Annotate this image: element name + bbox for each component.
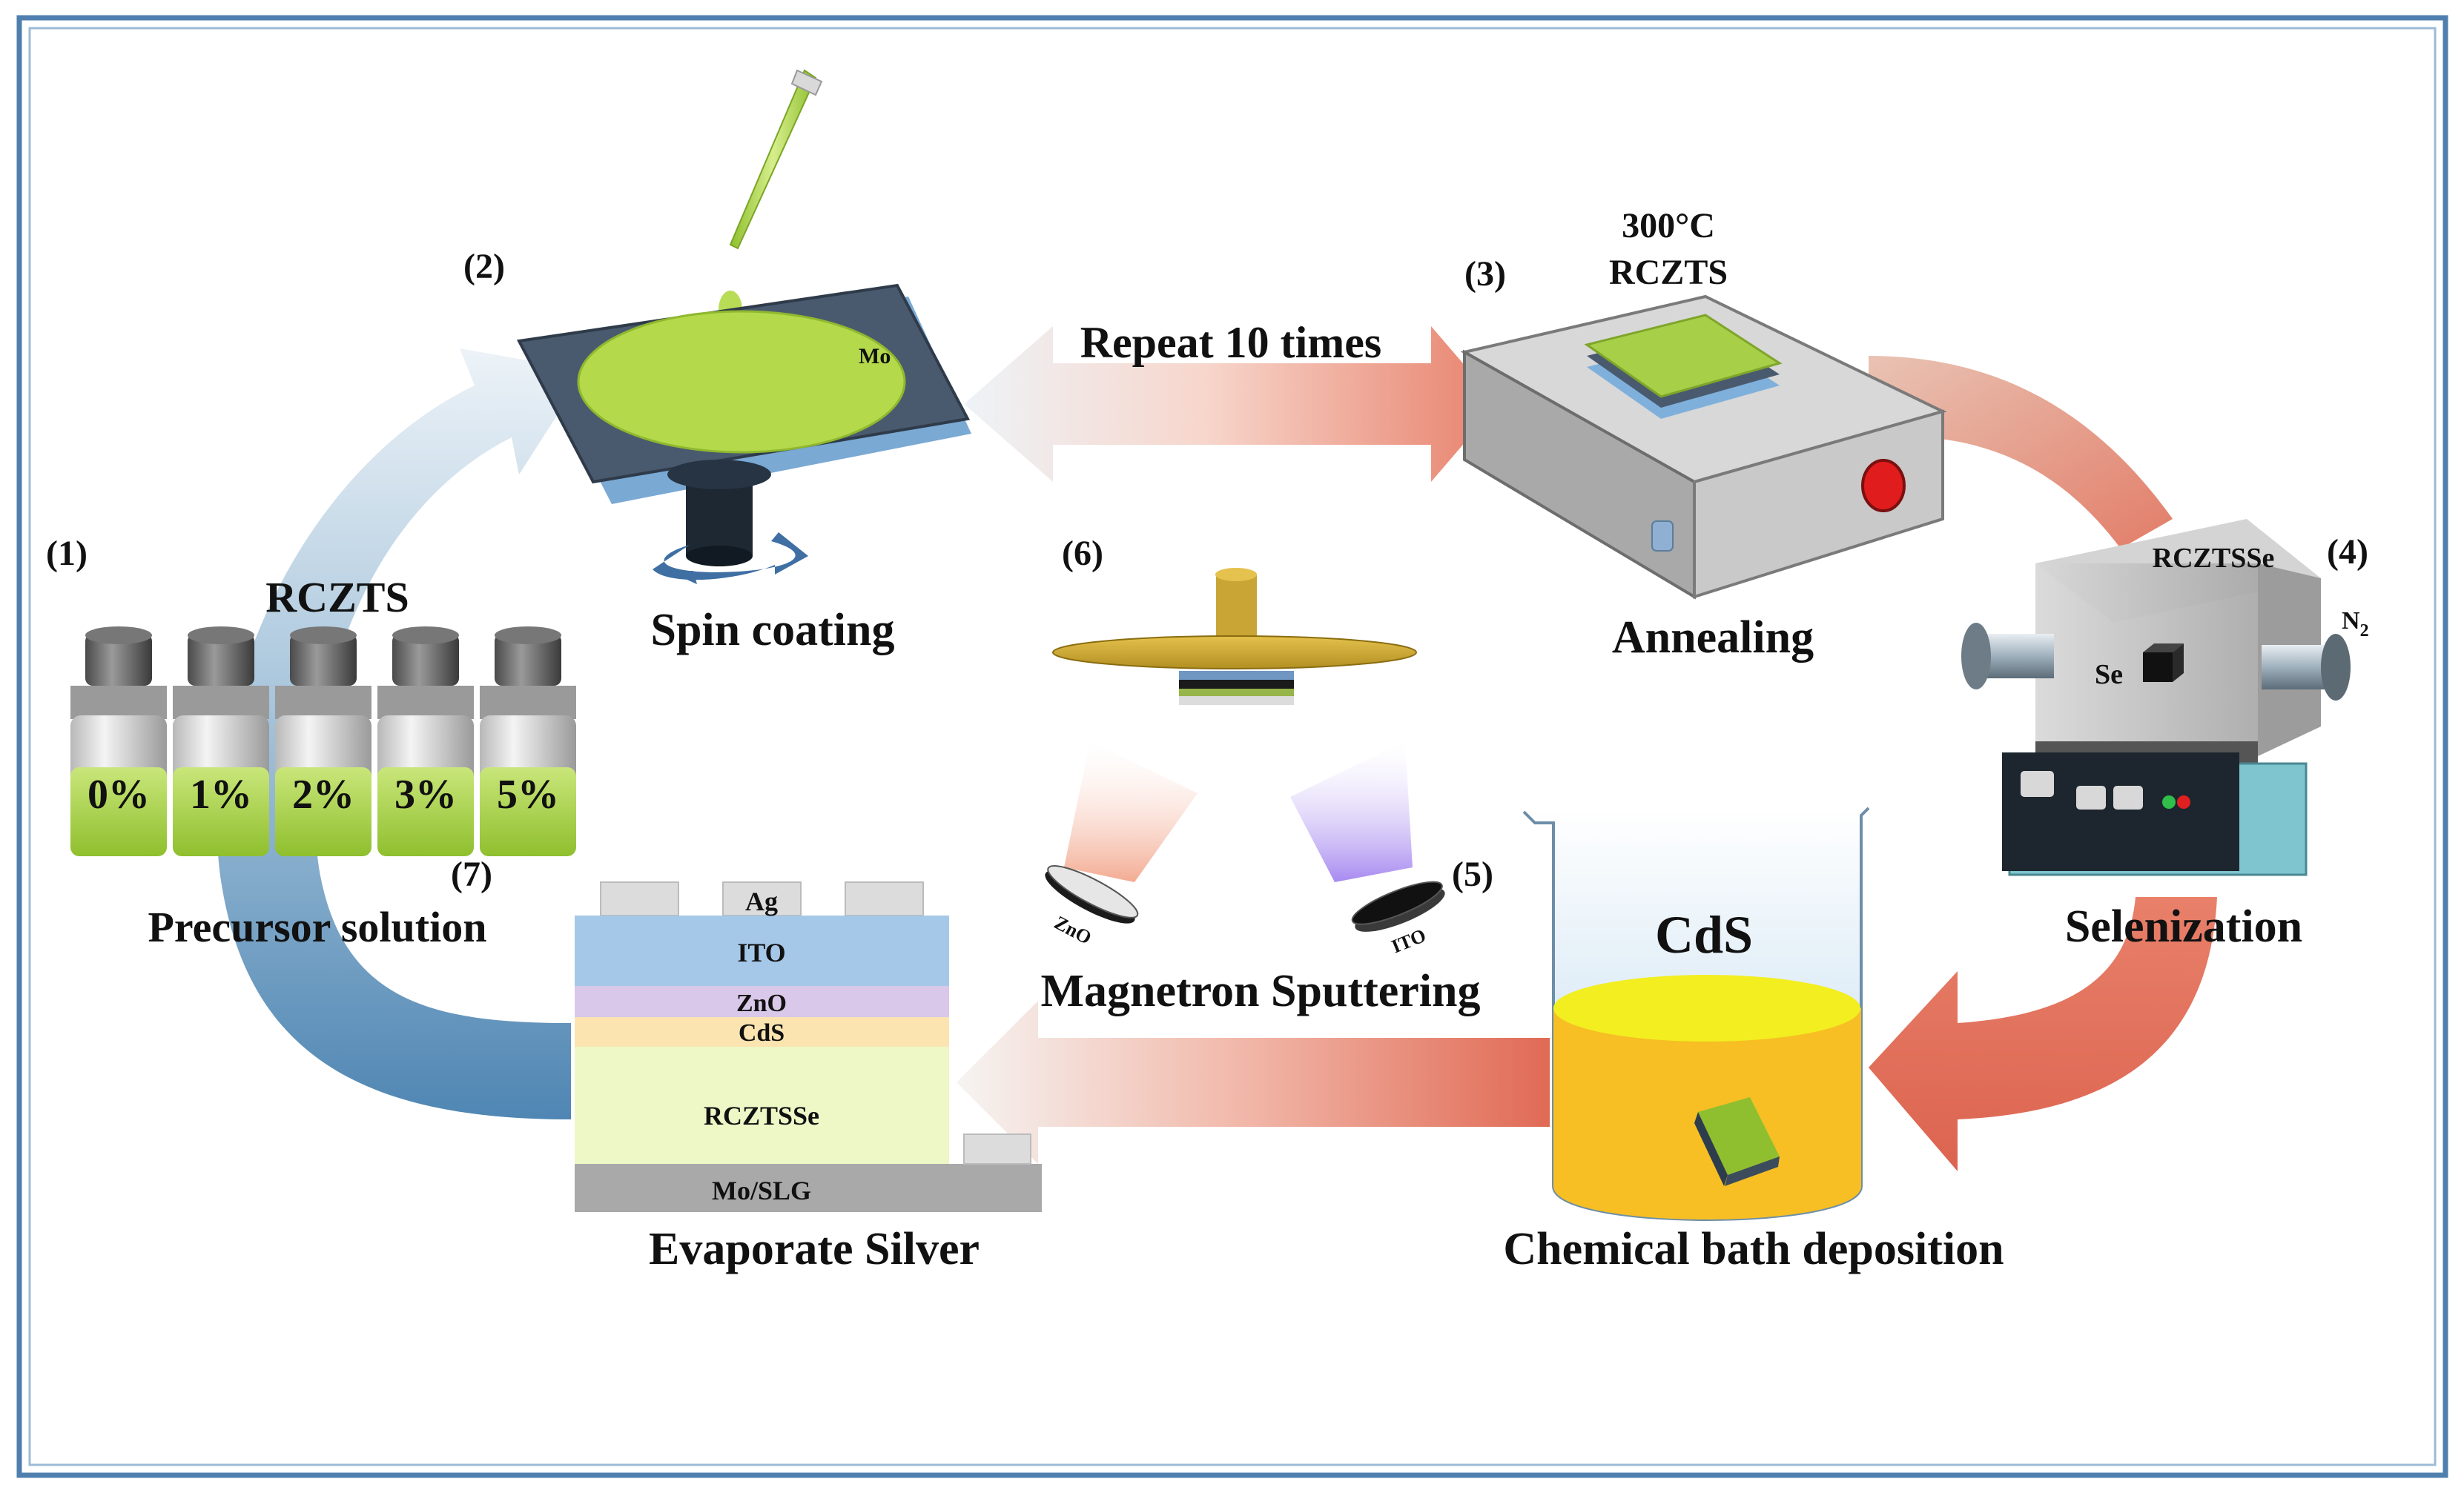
- inner-frame: [28, 27, 2437, 1466]
- layer-mo-slg-label: Mo/SLG: [712, 1176, 811, 1205]
- step4-furnace: [1961, 519, 2351, 876]
- step6-sputtering: [1045, 568, 1445, 932]
- coated-film: [577, 310, 906, 454]
- step4-number: (4): [2327, 532, 2368, 572]
- layer-rczt: [575, 1047, 949, 1164]
- step7-number: (7): [451, 855, 492, 894]
- return-arrow-left: [217, 348, 586, 1119]
- cds-label: CdS: [1655, 905, 1753, 964]
- step1-vials: [70, 626, 576, 856]
- arrow-selenization-to-cbd: [1869, 897, 2217, 1171]
- step3-hot-plate: [1460, 294, 1947, 600]
- zno-target: [1045, 865, 1139, 924]
- step6-caption: Magnetron Sputtering: [1040, 966, 1480, 1016]
- step2-number: (2): [463, 247, 505, 286]
- vial-label-2: 2%: [292, 772, 354, 818]
- step5-beaker: [1522, 807, 1870, 1221]
- step7-caption: Evaporate Silver: [649, 1224, 980, 1274]
- annealing-temp: 300°C: [1622, 206, 1715, 245]
- step5-number: (5): [1452, 855, 1493, 894]
- selenium-cube: [2143, 652, 2173, 682]
- vial-label-0: 0%: [87, 772, 150, 818]
- step2-caption: Spin coating: [650, 605, 894, 655]
- repeat-label: Repeat 10 times: [1080, 318, 1382, 367]
- step4-caption: Selenization: [2065, 901, 2302, 952]
- arrow-annealing-to-selenization: [1869, 356, 2173, 549]
- step7-device-stack: [575, 881, 1042, 1212]
- selenium-label: Se: [2095, 659, 2123, 690]
- layer-ag-label: Ag: [745, 887, 778, 916]
- ito-target: [1351, 881, 1445, 932]
- vial-5: [480, 626, 576, 856]
- annealing-material: RCZTS: [1609, 253, 1728, 292]
- layer-rczt-label: RCZTSSe: [704, 1101, 819, 1131]
- pipette-icon: [729, 69, 817, 250]
- repeat-arrow: [964, 326, 1498, 482]
- selenization-material: RCZTSSe: [2153, 543, 2275, 574]
- vial-0: [70, 626, 167, 856]
- annealed-sample: [1584, 314, 1783, 398]
- step1-caption: Precursor solution: [148, 903, 486, 951]
- layer-ito: [575, 916, 949, 986]
- step2-spin-coater: [516, 69, 971, 584]
- power-knob-icon: [1861, 459, 1906, 512]
- step3-caption: Annealing: [1612, 612, 1814, 663]
- switch-icon: [1651, 520, 1674, 552]
- vial-label-1: 1%: [190, 772, 252, 818]
- vial-label-3: 3%: [394, 772, 457, 818]
- zno-beam: [1064, 741, 1198, 882]
- substrate-label: Mo: [859, 344, 891, 368]
- vial-label-5: 5%: [497, 772, 559, 818]
- sputter-holder: [1052, 635, 1417, 669]
- layer-cds: [575, 1017, 949, 1047]
- layer-ito-label: ITO: [737, 938, 785, 967]
- cds-solution-surface: [1553, 975, 1860, 1042]
- n2-label: N2: [2342, 607, 2369, 641]
- step3-number: (3): [1464, 254, 1506, 294]
- vial-1: [173, 626, 269, 856]
- vial-2: [275, 626, 371, 856]
- vial-3: [377, 626, 474, 856]
- furnace-control-panel: [2002, 752, 2239, 871]
- ito-beam: [1290, 741, 1413, 882]
- layer-zno-label: ZnO: [736, 990, 787, 1017]
- arrow-cbd-to-silver: [957, 1001, 1550, 1164]
- step1-title: RCZTS: [265, 573, 409, 621]
- layer-cds-label: CdS: [739, 1019, 785, 1047]
- layer-zno: [575, 986, 949, 1017]
- step1-number: (1): [46, 534, 87, 573]
- layer-mo-slg: [575, 1164, 1042, 1212]
- step6-number: (6): [1062, 534, 1103, 573]
- rotation-arrow-icon: [653, 532, 808, 580]
- step5-caption: Chemical bath deposition: [1503, 1224, 2004, 1274]
